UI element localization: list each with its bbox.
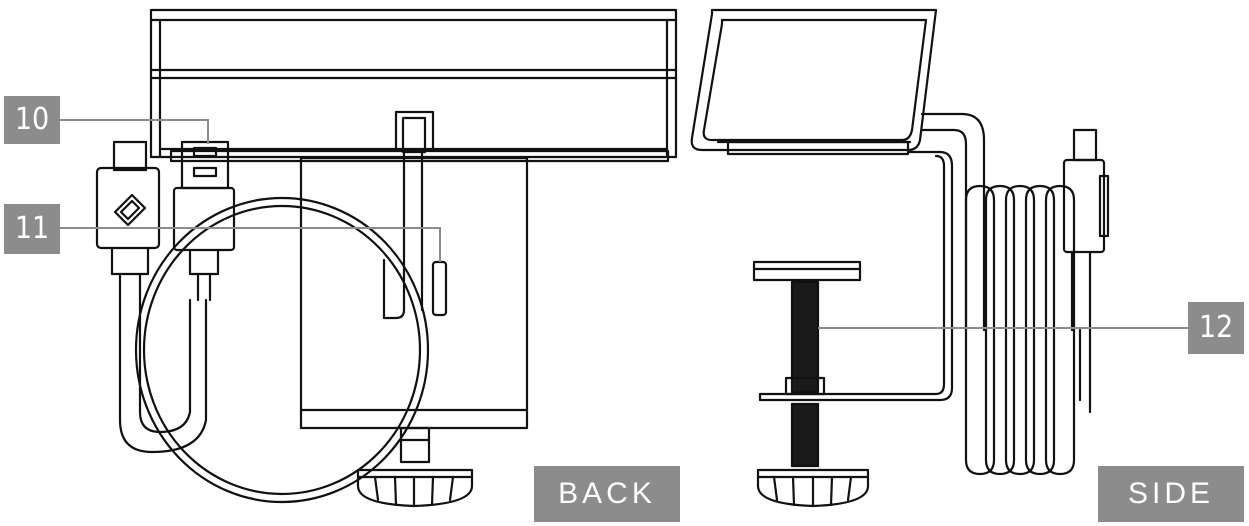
back-view-webcam: [97, 10, 676, 506]
view-label-back: BACK: [534, 466, 680, 522]
leader-lines: [60, 120, 1188, 328]
view-label-side: SIDE: [1098, 466, 1244, 522]
callout-11: 11: [4, 204, 60, 254]
callout-10: 10: [4, 96, 60, 144]
callout-12: 12: [1188, 302, 1244, 354]
side-view-webcam: [692, 10, 1108, 506]
